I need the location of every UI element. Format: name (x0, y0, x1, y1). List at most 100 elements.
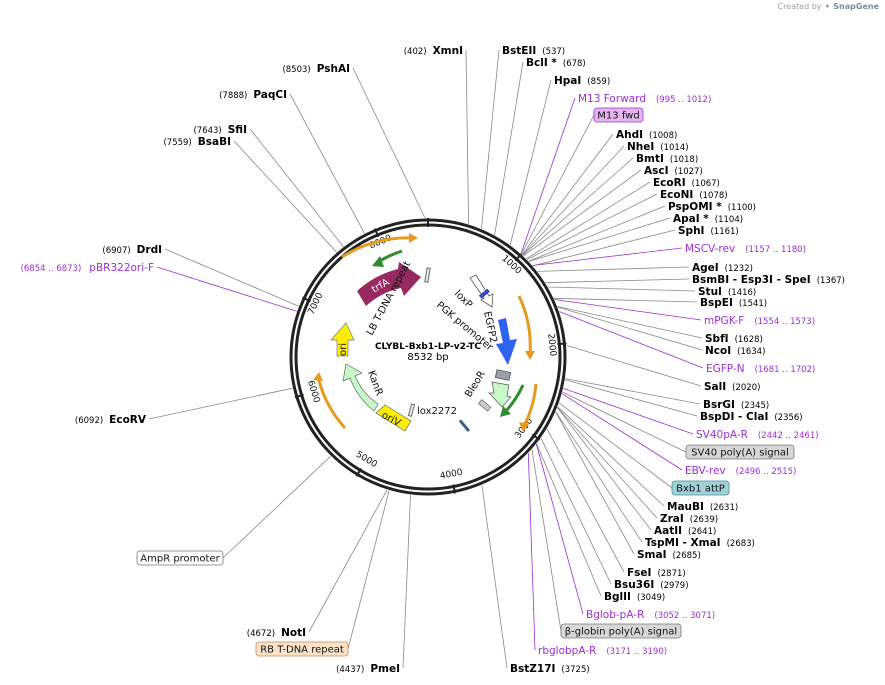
enzyme-site[interactable]: BmtI(1018) (636, 153, 698, 165)
enzyme-site[interactable]: (4672)NotI (247, 627, 306, 639)
feature-arc-green (377, 249, 403, 264)
snapgene-logo-icon: ✦ (824, 2, 831, 11)
enzyme-site[interactable]: ZraI(2639) (660, 513, 718, 525)
feature-label-box[interactable]: AmpR promoter (136, 550, 224, 566)
leader-line (565, 378, 701, 405)
leader-line (481, 485, 508, 669)
enzyme-site[interactable]: SmaI(2685) (637, 549, 701, 561)
enzyme-site[interactable]: BstZ17I(3725) (510, 663, 590, 675)
primer-site[interactable]: EGFP-N(1681 .. 1702) (706, 363, 815, 375)
enzyme-site[interactable]: (7643)SfiI (193, 124, 247, 136)
small-blue-feature (458, 419, 471, 433)
enzyme-site[interactable]: EcoNI(1078) (660, 189, 728, 201)
tick-label: 4000 (439, 468, 464, 482)
enzyme-site[interactable]: BglII(3049) (604, 591, 665, 603)
enzyme-site[interactable]: BsmBI - Esp3I - SpeI(1367) (692, 274, 845, 286)
enzyme-site[interactable]: TspMI - XmaI(2683) (645, 537, 755, 549)
primer-site[interactable]: Bglob-pA-R(3052 .. 3071) (586, 609, 715, 621)
feature-label-box[interactable]: β-globin poly(A) signal (560, 623, 682, 639)
lb-t-dna-repeat-mark (424, 267, 431, 283)
enzyme-site[interactable]: AgeI(1232) (692, 262, 753, 274)
leader-line (520, 97, 576, 254)
primer-site[interactable]: mPGK-F(1554 .. 1573) (704, 315, 815, 327)
enzyme-site[interactable]: (7888)PaqCI (219, 89, 287, 101)
feature-label-box[interactable]: M13 fwd (593, 107, 644, 123)
enzyme-site[interactable]: SalI(2020) (704, 381, 760, 393)
svg-text:(6092)EcoRV: (6092)EcoRV (75, 414, 147, 426)
enzyme-position: (2683) (727, 539, 755, 549)
enzyme-site[interactable]: (6092)EcoRV (75, 414, 147, 426)
enzyme-site[interactable]: ApaI *(1104) (673, 213, 743, 225)
enzyme-site[interactable]: BsrGI(2345) (703, 399, 769, 411)
leader-line (540, 437, 612, 585)
enzyme-site[interactable]: AatII(2641) (654, 525, 716, 537)
ori-feature (330, 322, 355, 357)
primer-site[interactable]: EBV-rev(2496 .. 2515) (685, 465, 796, 477)
enzyme-site[interactable]: (8503)PshAI (282, 63, 350, 75)
primer-range: (1681 .. 1702) (755, 365, 816, 375)
svg-text:BmtI(1018): BmtI(1018) (636, 153, 698, 165)
enzyme-position: (6907) (102, 246, 130, 256)
enzyme-site[interactable]: BspEI(1541) (700, 297, 767, 309)
plasmid-length: 8532 bp (407, 352, 448, 363)
feature-label-box[interactable]: SV40 poly(A) signal (685, 444, 795, 460)
primer-site[interactable]: M13 Forward(995 .. 1012) (578, 93, 711, 105)
svg-text:(7888)PaqCI: (7888)PaqCI (219, 89, 287, 101)
leader-line (557, 407, 652, 531)
enzyme-name: NcoI (705, 345, 731, 357)
enzyme-site[interactable]: BstEII(537) (502, 45, 565, 57)
leader-line (523, 169, 642, 257)
primer-site[interactable]: (6854 .. 6873)pBR322ori-F (21, 262, 154, 274)
leader-line (564, 379, 698, 417)
enzyme-site[interactable]: (7559)BsaBI (163, 136, 231, 148)
enzyme-site[interactable]: SphI(1161) (678, 225, 739, 237)
svg-text:SalI(2020): SalI(2020) (704, 381, 760, 393)
enzyme-site[interactable]: Bsu36I(2979) (614, 579, 689, 591)
primer-name: MSCV-rev (685, 243, 735, 255)
leader-line (347, 490, 390, 650)
leader-line (548, 286, 696, 292)
svg-text:BsrGI(2345): BsrGI(2345) (703, 399, 769, 411)
leader-line (249, 128, 344, 247)
enzyme-name: AscI (644, 165, 669, 177)
leader-line (536, 443, 584, 615)
enzyme-site[interactable]: BspDI - ClaI(2356) (700, 411, 803, 423)
feature-label-box[interactable]: Bxb1 attP (671, 480, 730, 496)
leader-line (558, 402, 673, 489)
enzyme-position: (1067) (692, 179, 720, 189)
loxP-label: loxP (452, 288, 474, 310)
enzyme-site[interactable]: NheI(1014) (627, 141, 689, 153)
enzyme-site[interactable]: AhdI(1008) (616, 129, 677, 141)
enzyme-site[interactable]: StuI(1416) (698, 286, 756, 298)
enzyme-site[interactable]: BclI *(678) (526, 57, 586, 69)
svg-text:(8503)PshAI: (8503)PshAI (282, 63, 350, 75)
enzyme-position: (1161) (710, 227, 738, 237)
enzyme-name: NotI (281, 627, 306, 639)
svg-text:MauBI(2631): MauBI(2631) (667, 501, 738, 513)
primer-site[interactable]: MSCV-rev(1157 .. 1180) (685, 243, 806, 255)
enzyme-site[interactable]: AscI(1027) (644, 165, 703, 177)
enzyme-site[interactable]: NcoI(1634) (705, 345, 765, 357)
leader-line (164, 248, 299, 307)
enzyme-site[interactable]: EcoRI(1067) (653, 177, 720, 189)
enzyme-position: (1104) (715, 215, 743, 225)
enzyme-site[interactable]: MauBI(2631) (667, 501, 738, 513)
enzyme-site[interactable]: PspOMI *(1100) (668, 201, 756, 213)
primer-site[interactable]: SV40pA-R(2442 .. 2461) (696, 429, 819, 441)
enzyme-position: (2871) (657, 569, 685, 579)
enzyme-site[interactable]: (402)XmnI (404, 45, 463, 57)
primer-site[interactable]: rbglobpA-R(3171 .. 3190) (538, 645, 667, 657)
enzyme-site[interactable]: HpaI(859) (554, 75, 610, 87)
svg-text:HpaI(859): HpaI(859) (554, 75, 610, 87)
svg-text:mPGK-F(1554 .. 1573): mPGK-F(1554 .. 1573) (704, 315, 815, 327)
enzyme-name: BspEI (700, 297, 733, 309)
enzyme-site[interactable]: (6907)DrdI (102, 244, 162, 256)
leader-line (559, 311, 704, 369)
enzyme-name: PmeI (370, 663, 400, 675)
enzyme-site[interactable]: (4437)PmeI (336, 663, 400, 675)
enzyme-site[interactable]: SbfI(1628) (705, 333, 763, 345)
feature-label-box[interactable]: RB T-DNA repeat (255, 641, 349, 657)
primer-range: (2442 .. 2461) (758, 431, 819, 441)
enzyme-site[interactable]: FseI(2871) (627, 567, 686, 579)
enzyme-position: (1014) (660, 143, 688, 153)
